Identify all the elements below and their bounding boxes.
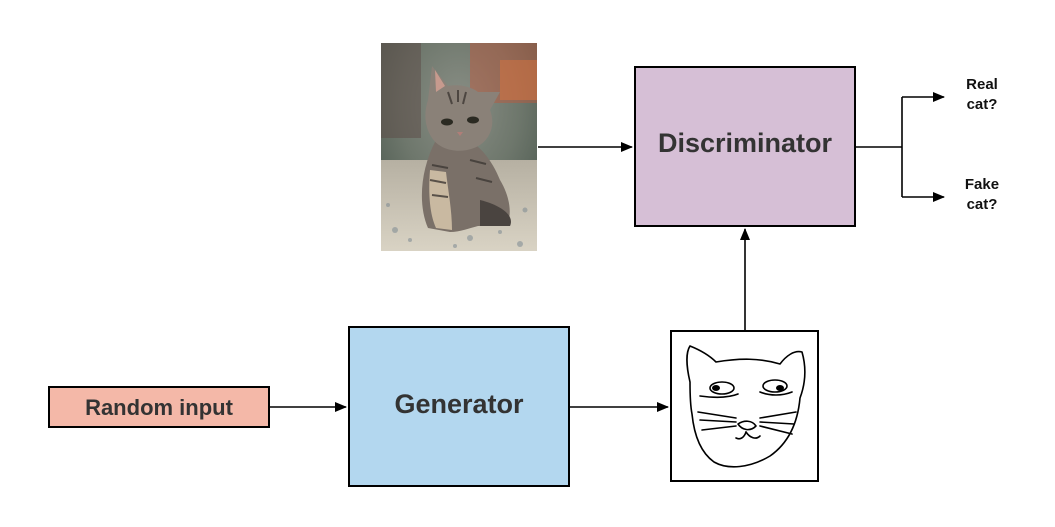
random-input-box: Random input	[48, 386, 270, 428]
discriminator-box: Discriminator	[634, 66, 856, 227]
real-cat-photo	[381, 43, 537, 251]
generator-label: Generator	[394, 389, 524, 419]
fake-label: Fake	[965, 176, 999, 193]
real-label: Real	[966, 76, 998, 93]
random-input-label: Random input	[85, 395, 234, 420]
fake-label-line2: cat?	[967, 196, 998, 213]
real-label-line2: cat?	[967, 96, 998, 113]
generator-box: Generator	[348, 326, 570, 487]
discriminator-label: Discriminator	[658, 128, 833, 158]
generated-cat-sketch	[670, 330, 819, 482]
output-branch	[856, 92, 945, 202]
